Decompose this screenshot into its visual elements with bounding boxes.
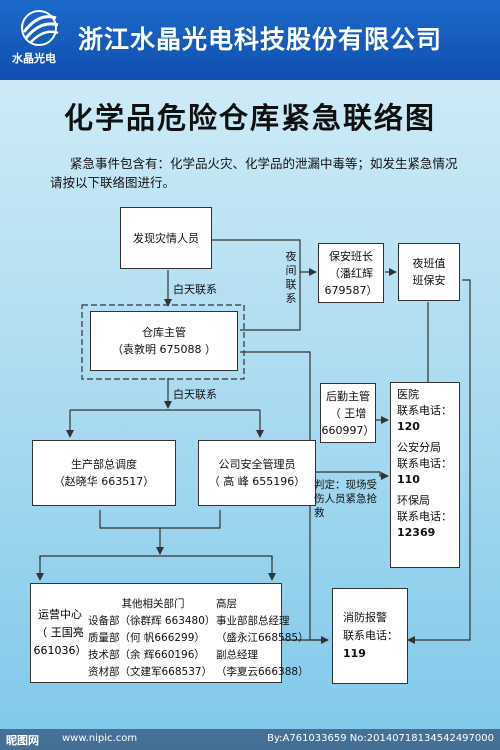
safety-officer-person: （ 高 峰 655196） [208, 475, 306, 488]
environment-name: 环保局 [397, 494, 430, 507]
night-guard-line1: 夜班值 [412, 257, 446, 270]
watermark-footer: 昵图网 www.nipic.com By:A761033659 No:20140… [0, 729, 500, 750]
logistics-manager-box: 后勤主管 （ 王增 660997） [320, 383, 376, 443]
footer-code: By:A761033659 No:20140718134542497000 [267, 733, 494, 744]
day-contact-label-2: 白天联系 [173, 388, 217, 401]
header-banner: 水晶光电 浙江水晶光电科技股份有限公司 [0, 0, 500, 80]
day-contact-label-1: 白天联系 [173, 283, 217, 296]
crystal-logo-icon [21, 10, 59, 46]
night-guard-line2: 班保安 [412, 274, 446, 287]
senior-cell: 高层 事业部部总经理 （盛永江668585） 副总经理 （李夏云666388） [216, 596, 328, 681]
other-depts-row: 质量部（何 帆666299） [88, 632, 205, 644]
night-contact-label: 夜 间 联 系 [284, 250, 298, 306]
ops-center-line2: （ 王国亮 [36, 626, 84, 639]
fire-alarm-number: 119 [343, 647, 366, 660]
warehouse-manager-box: 仓库主管 （袁敦明 675088 ） [90, 311, 238, 371]
production-dispatch-box: 生产部总调度 （赵晓华 663517） [32, 440, 176, 506]
intro-text: 紧急事件包含有：化学品火灾、化学品的泄漏中毒等；如发生紧急情况 请按以下联络图进… [50, 154, 480, 192]
page-title: 化学品危险仓库紧急联络图 [63, 101, 436, 135]
judgement-line: 判定：现场受 [314, 479, 377, 491]
hospital-number: 120 [397, 420, 420, 433]
night-contact-char: 联 [285, 278, 297, 291]
ops-center-cell: 运营中心 （ 王国亮 661036） [33, 595, 87, 671]
other-depts-title: 其他相关部门 [121, 598, 185, 610]
production-dispatch-person: （赵晓华 663517） [53, 475, 155, 488]
other-depts-row: 资材部（文建军668537） [88, 666, 213, 678]
authorities-box: 医院 联系电话： 120 公安分局 联系电话： 110 环保局 联系电话： 12… [390, 382, 460, 568]
fire-alarm-line1: 消防报警 [343, 611, 387, 624]
footer-brand: 昵图网 [6, 734, 39, 747]
senior-row: 事业部部总经理 [216, 615, 290, 627]
logo-text: 水晶光电 [12, 52, 56, 65]
discoverer-box: 发现灾情人员 [120, 207, 212, 269]
night-contact-char: 间 [285, 264, 297, 277]
footer-url: www.nipic.com [62, 733, 138, 744]
intro-line-1: 紧急事件包含有：化学品火灾、化学品的泄漏中毒等；如发生紧急情况 [70, 156, 458, 171]
senior-row: （盛永江668585） [216, 632, 309, 644]
senior-title: 高层 [216, 598, 237, 610]
other-depts-row: 设备部（徐群辉 663480） [88, 615, 216, 627]
logistics-manager-phone: 660997） [321, 423, 375, 437]
judgement-line: 救 [314, 507, 325, 519]
judgement-label: 判定：现场受 伤人员紧急抢 救 [314, 478, 377, 520]
security-captain-title: 保安班长 [329, 249, 373, 263]
night-contact-char: 系 [285, 292, 297, 305]
senior-row: （李夏云666388） [216, 666, 309, 678]
company-name: 浙江水晶光电科技股份有限公司 [78, 25, 443, 54]
police-number: 110 [397, 473, 420, 486]
production-dispatch-title: 生产部总调度 [71, 458, 137, 471]
logistics-manager-person: （ 王增 [329, 406, 367, 420]
environment-phone-label: 联系电话： [397, 510, 452, 523]
safety-officer-title: 公司安全管理员 [218, 458, 296, 471]
police-phone-label: 联系电话： [397, 457, 452, 470]
hospital-name: 医院 [397, 388, 419, 401]
warehouse-manager-title: 仓库主管 [142, 326, 186, 339]
ops-center-line1: 运营中心 [38, 608, 82, 621]
safety-officer-box: 公司安全管理员 （ 高 峰 655196） [198, 440, 316, 506]
other-depts-cell: 其他相关部门 设备部（徐群辉 663480） 质量部（何 帆666299） 技术… [88, 596, 218, 681]
intro-line-2: 请按以下联络图进行。 [50, 175, 176, 190]
discoverer-label: 发现灾情人员 [133, 231, 199, 245]
warehouse-manager-person: （袁敦明 675088 ） [112, 343, 216, 356]
senior-row: 副总经理 [216, 649, 258, 661]
third-tier-box [30, 583, 282, 683]
fire-alarm-box: 消防报警 联系电话： 119 [332, 588, 408, 684]
night-contact-char: 夜 [285, 250, 297, 263]
security-captain-phone: 679587） [324, 283, 378, 297]
police-name: 公安分局 [397, 441, 441, 454]
ops-center-line3: 661036） [33, 644, 87, 657]
night-guard-box: 夜班值 班保安 [398, 243, 460, 301]
fire-alarm-line2: 联系电话： [343, 629, 398, 642]
security-captain-box: 保安班长 （潘红辉 679587） [318, 243, 384, 303]
other-depts-row: 技术部（余 辉660196） [88, 649, 205, 661]
judgement-line: 伤人员紧急抢 [314, 493, 377, 505]
hospital-phone-label: 联系电话： [397, 404, 452, 417]
environment-number: 12369 [397, 526, 436, 539]
security-captain-person: （潘红辉 [329, 266, 373, 280]
logistics-manager-title: 后勤主管 [326, 389, 370, 403]
